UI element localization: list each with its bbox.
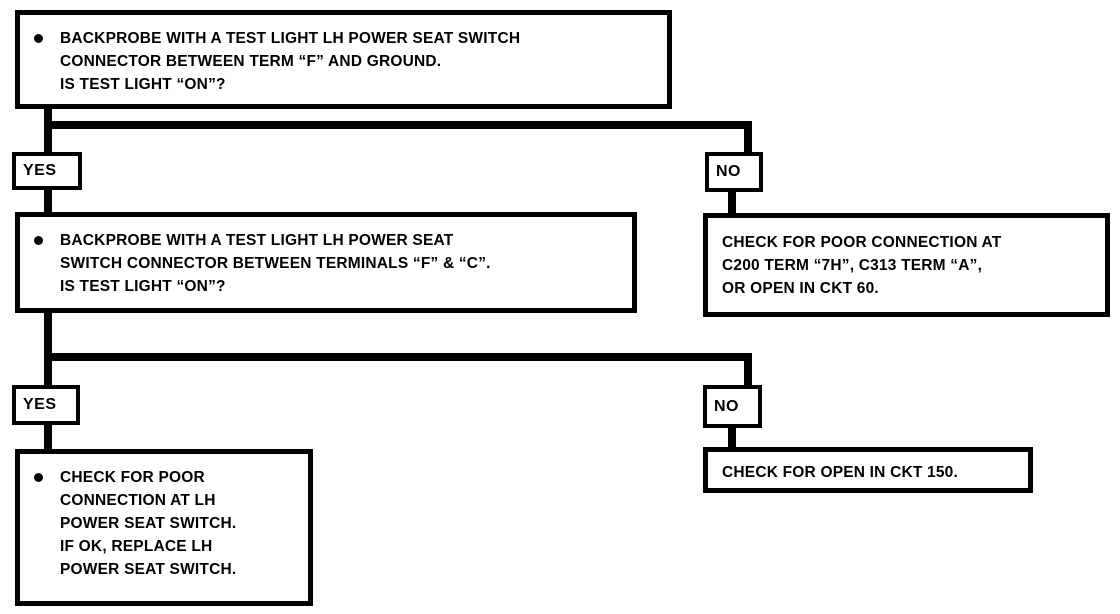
node-action-check-c200-c313[interactable]: CHECK FOR POOR CONNECTION AT C200 TERM “…	[703, 213, 1110, 317]
node-action-check-open-ckt150-text: CHECK FOR OPEN IN CKT 150.	[722, 464, 959, 481]
bullet-icon	[34, 473, 43, 482]
node-action-check-open-ckt150[interactable]: CHECK FOR OPEN IN CKT 150.	[703, 447, 1033, 493]
connector-no1-upper	[744, 121, 752, 154]
branch-label-yes-1[interactable]: YES	[12, 152, 82, 190]
connector-no2-upper	[744, 353, 752, 387]
connector-bus-1	[44, 121, 752, 129]
branch-label-yes-2-text: YES	[23, 396, 57, 413]
node-action-check-lh-switch[interactable]: CHECK FOR POOR CONNECTION AT LH POWER SE…	[15, 449, 313, 606]
connector-q1-down-stub	[44, 106, 52, 128]
node-question-2[interactable]: BACKPROBE WITH A TEST LIGHT LH POWER SEA…	[15, 212, 637, 313]
connector-yes2-upper	[44, 353, 52, 387]
branch-label-yes-2[interactable]: YES	[12, 385, 80, 425]
node-action-check-c200-c313-text: CHECK FOR POOR CONNECTION AT C200 TERM “…	[722, 234, 1002, 297]
connector-bus-2	[44, 353, 752, 361]
branch-label-no-2[interactable]: NO	[703, 385, 762, 428]
connector-q2-down-stub	[44, 309, 52, 359]
connector-no1-lower	[728, 188, 736, 216]
branch-label-no-1[interactable]: NO	[705, 152, 763, 192]
connector-no2-lower	[728, 424, 736, 449]
node-question-1[interactable]: BACKPROBE WITH A TEST LIGHT LH POWER SEA…	[15, 10, 672, 109]
branch-label-no-1-text: NO	[716, 163, 741, 180]
node-question-1-text: BACKPROBE WITH A TEST LIGHT LH POWER SEA…	[60, 30, 521, 93]
branch-label-yes-1-text: YES	[23, 162, 57, 179]
bullet-icon	[34, 236, 43, 245]
branch-label-no-2-text: NO	[714, 397, 739, 415]
connector-yes1-upper	[44, 121, 52, 154]
bullet-icon	[34, 34, 43, 43]
node-question-2-text: BACKPROBE WITH A TEST LIGHT LH POWER SEA…	[60, 232, 491, 295]
connector-yes1-lower	[44, 186, 52, 216]
connector-yes2-lower	[44, 421, 52, 449]
node-action-check-lh-switch-text: CHECK FOR POOR CONNECTION AT LH POWER SE…	[60, 469, 237, 578]
